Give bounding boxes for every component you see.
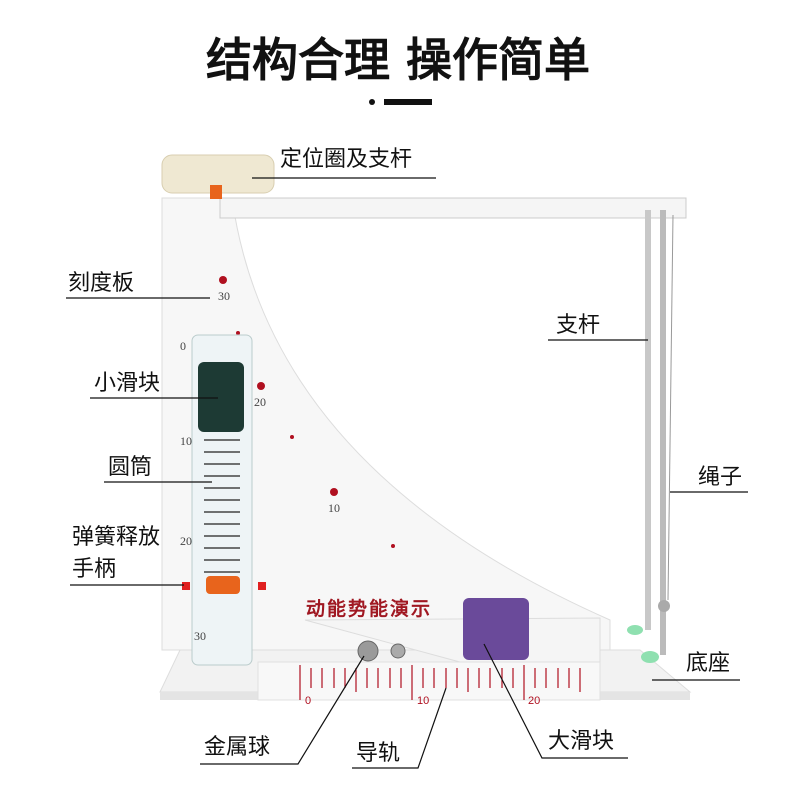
big-slider <box>463 598 529 660</box>
label-metal-ball: 金属球 <box>204 735 270 760</box>
callout-base: 底座 <box>652 651 740 681</box>
rail-scale-10: 10 <box>417 695 429 707</box>
label-big-slider: 大滑块 <box>548 729 614 754</box>
cyl-scale-30: 30 <box>194 629 206 643</box>
small-slider <box>198 362 244 432</box>
spring-handle <box>206 576 240 594</box>
spring <box>204 439 240 573</box>
rail-scale-0: 0 <box>305 695 311 707</box>
label-small-slider: 小滑块 <box>94 371 160 396</box>
pendulum-ball <box>658 600 670 612</box>
title-underline <box>384 99 432 105</box>
rod-left <box>645 210 651 630</box>
label-spring-handle-2: 手柄 <box>72 557 116 582</box>
rope <box>667 214 674 601</box>
metal-ball-small <box>390 643 406 659</box>
callout-rope: 绳子 <box>670 465 748 493</box>
callout-rod: 支杆 <box>548 313 648 341</box>
title: 结构合理 操作简单 <box>206 33 590 87</box>
callout-positioning-ring: 定位圈及支杆 <box>252 147 436 179</box>
callout-small-slider: 小滑块 <box>90 371 218 399</box>
label-rod: 支杆 <box>556 313 600 338</box>
label-cylinder: 圆筒 <box>108 455 152 480</box>
callout-rail: 导轨 <box>352 687 447 769</box>
rail-scale-20: 20 <box>528 695 540 707</box>
board-scale-10: 10 <box>328 501 340 515</box>
cyl-scale-10: 10 <box>180 434 192 448</box>
board-scale-30: 30 <box>218 289 230 303</box>
cyl-scale-20: 20 <box>180 534 192 548</box>
cyl-scale-0: 0 <box>180 339 186 353</box>
rail-ticks <box>299 665 581 700</box>
rod-right <box>660 210 666 655</box>
label-base: 底座 <box>686 651 730 676</box>
metal-ball-large <box>357 640 379 662</box>
label-scale-board: 刻度板 <box>68 271 134 296</box>
callout-scale-board: 刻度板 <box>66 271 210 299</box>
scale-board <box>161 197 611 651</box>
base-foot <box>641 651 659 663</box>
title-dot <box>369 99 375 105</box>
label-rail: 导轨 <box>356 741 400 766</box>
top-bar <box>219 197 687 219</box>
callout-cylinder: 圆筒 <box>104 455 212 483</box>
board-text: 动能势能演示 <box>306 597 432 620</box>
callout-metal-ball: 金属球 <box>200 655 365 765</box>
label-positioning-ring: 定位圈及支杆 <box>280 147 412 172</box>
label-rope: 绳子 <box>698 465 742 490</box>
callout-big-slider: 大滑块 <box>483 643 628 759</box>
callout-spring-handle: 弹簧释放 手柄 <box>70 525 184 586</box>
label-spring-handle-1: 弹簧释放 <box>72 525 160 550</box>
board-scale-20: 20 <box>254 395 266 409</box>
